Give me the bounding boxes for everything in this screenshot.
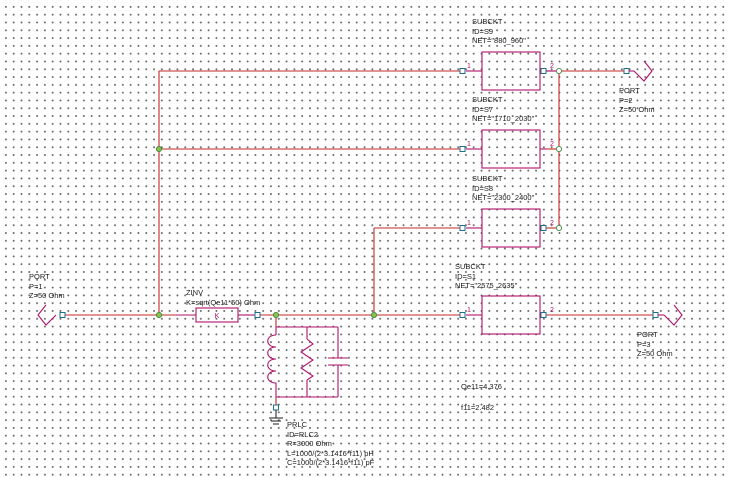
prlc-type: PRLC [287, 420, 308, 429]
subckt-s7[interactable]: 1 2 [459, 129, 554, 169]
junction-node [155, 311, 162, 318]
subckt-id: ID=S1 [455, 271, 477, 281]
equation-qe11[interactable]: Qe11=4.376 [461, 382, 502, 391]
pin-terminal[interactable] [540, 225, 547, 231]
subckt-s8-label: SUBCKT ID=S8 NET="2300_2400" [472, 174, 534, 203]
port-1[interactable] [37, 304, 66, 326]
junction-node [556, 68, 563, 75]
prlc-element[interactable] [267, 326, 348, 398]
pin-terminal[interactable] [540, 312, 547, 318]
port-1-label: PORT P=1 Z=50 Ohm [29, 272, 65, 301]
subckt-net: NET="2300_2400" [472, 193, 535, 203]
subckt-net: NET="2575_2635" [455, 281, 518, 291]
equation-f11[interactable]: f11=2.482 [461, 403, 495, 412]
zinv-label: ZINV K=sqrt(Qe11*50) Ohm [186, 288, 260, 307]
pin-terminal[interactable] [540, 68, 547, 74]
pin-terminal[interactable] [254, 312, 261, 318]
subckt-type: SUBCKT [472, 95, 503, 104]
subckt-s9[interactable]: 1 2 [459, 51, 556, 91]
port-number: P=2 [619, 95, 633, 105]
junction-node [155, 145, 162, 152]
port-arrow-icon[interactable] [37, 304, 57, 326]
port-number: P=3 [637, 339, 651, 349]
prlc-c: C=1000/(2*3.1416*f11) pF [287, 458, 375, 468]
pin-label: 2 [550, 220, 554, 227]
ground-icon [269, 410, 283, 425]
pin-label: 1 [467, 220, 471, 227]
pin-terminal[interactable] [623, 68, 630, 74]
port-2[interactable] [623, 60, 653, 82]
subckt-box[interactable] [481, 208, 541, 248]
prlc-l: L=1000/(2*3.1416*f11) pH [287, 448, 374, 458]
port-arrow-icon[interactable] [663, 304, 683, 326]
subckt-type: SUBCKT [472, 174, 503, 183]
port-type: PORT [619, 86, 640, 95]
pin-terminal[interactable] [59, 312, 66, 318]
subckt-s1[interactable]: 1 2 [459, 295, 554, 335]
zinv-type: ZINV [186, 288, 204, 297]
inductor-icon [267, 334, 277, 389]
subckt-type: SUBCKT [472, 17, 503, 26]
port-impedance: Z=50 Ohm [619, 105, 655, 115]
subckt-box[interactable] [481, 129, 541, 169]
subckt-s9-label: SUBCKT ID=S9 NET="880_960" [472, 17, 526, 46]
zinv-box[interactable] [195, 307, 239, 323]
subckt-id: ID=S9 [472, 26, 494, 36]
pin-label: 2 [550, 141, 554, 148]
pin-label: 1 [467, 307, 471, 314]
pin-terminal[interactable] [459, 146, 466, 152]
wires [62, 70, 653, 408]
subckt-s7-label: SUBCKT ID=S7 NET="1710_2030" [472, 95, 534, 124]
pin-label: 2 [550, 63, 554, 70]
subckt-net: NET="880_960" [472, 36, 526, 46]
port-3-label: PORT P=3 Z=50 Ohm [637, 330, 673, 359]
junction-node [556, 224, 563, 231]
subckt-box[interactable] [481, 51, 541, 91]
port-impedance: Z=50 Ohm [29, 291, 65, 301]
junction-node [556, 145, 563, 152]
subckt-s8[interactable]: 1 2 [459, 208, 554, 248]
zinv-k: K=sqrt(Qe11*50) Ohm [186, 297, 261, 307]
pin-terminal[interactable] [459, 225, 466, 231]
zinv-element[interactable]: K [176, 307, 261, 323]
subckt-net: NET="1710_2030" [472, 114, 535, 124]
resistor-icon [300, 338, 314, 381]
subckt-type: SUBCKT [455, 262, 486, 271]
pin-terminal[interactable] [459, 312, 466, 318]
port-arrow-icon[interactable] [633, 60, 653, 82]
port-3[interactable] [652, 304, 683, 326]
prlc-id: ID=RLC2 [287, 429, 319, 439]
port-number: P=1 [29, 281, 43, 291]
junction-node [272, 311, 279, 318]
pin-label: 2 [550, 307, 554, 314]
pin-label: 1 [467, 63, 471, 70]
port-type: PORT [637, 330, 658, 339]
pin-terminal[interactable] [459, 68, 466, 74]
pin-terminal[interactable] [652, 312, 659, 318]
prlc-r: R=3000 Ohm [287, 439, 332, 449]
pin-label: 1 [467, 141, 471, 148]
pin-terminal[interactable] [273, 404, 279, 411]
junction-nodes [155, 68, 563, 318]
prlc-label: PRLC ID=RLC2 R=3000 Ohm L=1000/(2*3.1416… [287, 420, 374, 468]
port-impedance: Z=50 Ohm [637, 349, 673, 359]
subckt-id: ID=S8 [472, 183, 494, 193]
subckt-s1-label: SUBCKT ID=S1 NET="2575_2635" [455, 262, 517, 291]
junction-node [370, 311, 377, 318]
port-2-label: PORT P=2 Z=50 Ohm [619, 86, 655, 115]
subckt-box[interactable] [481, 295, 541, 335]
zinv-symbol: K [215, 313, 220, 320]
port-type: PORT [29, 272, 50, 281]
subckt-id: ID=S7 [472, 104, 494, 114]
